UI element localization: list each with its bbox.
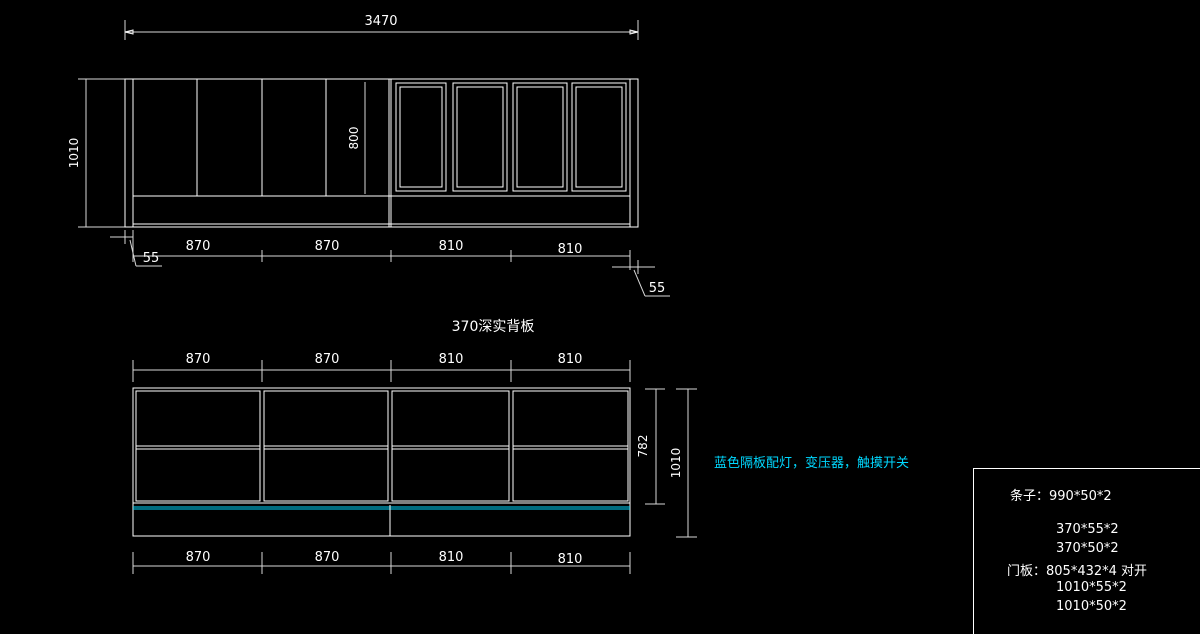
dim-top-width-2: 870 [315, 352, 340, 367]
dim-width-1: 870 [186, 239, 211, 254]
dim-top-width-3: 810 [439, 352, 464, 367]
bottom-elevation-view: 870 870 810 810 782 1010 [132, 352, 697, 574]
parts-door-3: 1010*50*2 [1056, 599, 1127, 614]
parts-strips-3: 370*50*2 [1056, 541, 1119, 556]
parts-strips-1: 条子：990*50*2 [1010, 489, 1112, 504]
dim-inner-height: 800 [347, 127, 361, 150]
parts-door-1: 门板：805*432*4 对开 [1007, 564, 1148, 579]
top-elevation-view: 3470 1010 800 [67, 14, 670, 297]
dim-overall-width: 3470 [364, 14, 397, 29]
shelf-light-note: 蓝色隔板配灯，变压器，触摸开关 [714, 456, 910, 471]
dim-overall-height-1010: 1010 [669, 448, 683, 479]
dim-width-4: 810 [558, 242, 583, 257]
dim-inner-height-782: 782 [636, 435, 650, 458]
parts-list-panel: 条子：990*50*2 370*55*2 370*50*2 门板：805*432… [973, 468, 1200, 634]
dim-width-3: 810 [439, 239, 464, 254]
dim-width-2: 870 [315, 239, 340, 254]
parts-door-2: 1010*55*2 [1056, 580, 1127, 595]
dim-bottom-width-4: 810 [558, 552, 583, 567]
parts-strips-2: 370*55*2 [1056, 522, 1119, 537]
dim-top-width-1: 870 [186, 352, 211, 367]
dim-edge-right: 55 [649, 281, 666, 296]
dim-bottom-width-3: 810 [439, 550, 464, 565]
dim-bottom-width-1: 870 [186, 550, 211, 565]
dim-overall-height: 1010 [67, 138, 81, 169]
dim-edge-left: 55 [143, 251, 160, 266]
section-title: 370深实背板 [452, 319, 535, 335]
dim-top-width-4: 810 [558, 352, 583, 367]
dim-bottom-width-2: 870 [315, 550, 340, 565]
